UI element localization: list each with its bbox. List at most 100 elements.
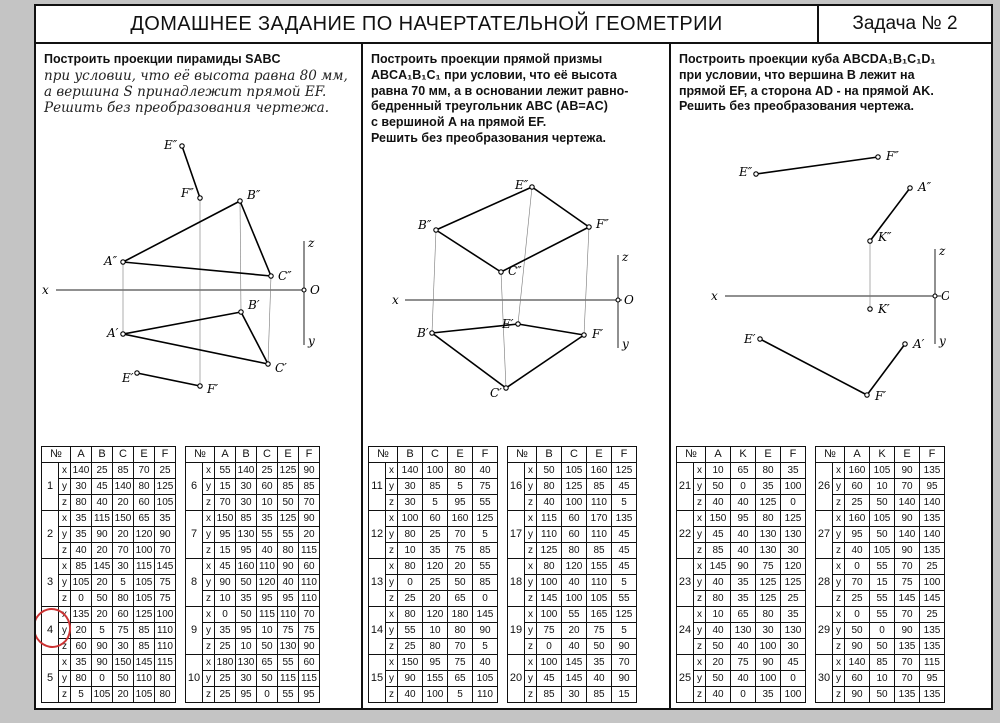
coord-label-cell: y [524, 622, 537, 639]
projection-line [239, 201, 242, 313]
coord-label-cell: x [58, 510, 71, 527]
value-cell: 0 [869, 622, 895, 639]
coord-label-cell: x [202, 558, 215, 575]
value-cell: 40 [730, 526, 756, 543]
value-cell: 65 [730, 606, 756, 623]
diagram-point [581, 331, 587, 338]
value-cell: 70 [611, 654, 637, 671]
coord-label-cell: z [832, 686, 845, 703]
coord-label-cell: z [693, 542, 706, 559]
point-column-header: K [730, 446, 756, 463]
value-cell: 110 [472, 686, 498, 703]
value-cell: 70 [447, 526, 473, 543]
row-number-cell: 4 [41, 606, 59, 655]
diagram-point [498, 268, 504, 275]
coord-label-cell: x [202, 654, 215, 671]
row-number-cell: 18 [507, 558, 525, 607]
value-cell: 55 [214, 462, 236, 479]
row-number-cell: 16 [507, 462, 525, 511]
value-cell: 90 [894, 462, 920, 479]
value-cell: 0 [256, 686, 278, 703]
value-cell: 140 [894, 526, 920, 543]
value-cell: 40 [705, 574, 731, 591]
value-cell: 60 [298, 558, 320, 575]
value-cell: 55 [561, 606, 587, 623]
point-column-header: A [214, 446, 236, 463]
value-cell: 10 [869, 670, 895, 687]
row-number-cell: 24 [676, 606, 694, 655]
task-line: прямой EF, а сторона AD - на прямой AK. [679, 83, 934, 98]
value-cell: 160 [447, 510, 473, 527]
coord-label-cell: y [693, 622, 706, 639]
point-label: F′ [874, 389, 886, 403]
value-cell: 50 [869, 638, 895, 655]
value-cell: 100 [422, 686, 448, 703]
value-cell: 110 [256, 558, 278, 575]
coord-label-cell: y [524, 478, 537, 495]
value-cell: 85 [586, 542, 612, 559]
value-cell: 10 [256, 494, 278, 511]
point-column-header: C [561, 446, 587, 463]
value-cell: 25 [422, 526, 448, 543]
point-column-header: F [154, 446, 176, 463]
value-cell: 160 [586, 462, 612, 479]
value-cell: 65 [133, 510, 155, 527]
value-cell: 10 [397, 542, 423, 559]
coord-label-cell: x [202, 462, 215, 479]
edge-line [240, 311, 269, 366]
value-cell: 5 [112, 574, 134, 591]
task-line: а вершина S принадлежит прямой EF. [44, 83, 327, 100]
diagram-point [867, 238, 873, 244]
coord-label-cell: y [202, 670, 215, 687]
row-number-cell: 7 [185, 510, 203, 559]
diagram-point [120, 331, 126, 338]
value-cell: 125 [154, 478, 176, 495]
task-text-prism: Построить проекции прямой призмы ABCA₁B₁… [371, 52, 663, 147]
value-cell: 5 [447, 478, 473, 495]
value-cell: 60 [422, 510, 448, 527]
value-cell: 85 [586, 686, 612, 703]
value-cell: 40 [705, 494, 731, 511]
value-cell: 80 [277, 542, 299, 559]
value-cell: 105 [869, 510, 895, 527]
value-cell: 140 [844, 654, 870, 671]
value-cell: 30 [235, 670, 257, 687]
point-label: A″ [103, 254, 118, 268]
point-label: B″ [417, 218, 432, 232]
axis-label: y [621, 337, 629, 351]
value-cell: 110 [277, 606, 299, 623]
coord-label-cell: x [832, 558, 845, 575]
value-cell: 85 [472, 574, 498, 591]
coord-label-cell: x [832, 462, 845, 479]
coord-label-cell: y [58, 622, 71, 639]
value-cell: 130 [730, 622, 756, 639]
value-cell: 130 [235, 526, 257, 543]
value-cell: 100 [919, 574, 945, 591]
value-cell: 40 [472, 462, 498, 479]
value-cell: 0 [844, 606, 870, 623]
value-cell: 15 [214, 542, 236, 559]
problem-column-prism: Построить проекции прямой призмы ABCA₁B₁… [363, 44, 671, 710]
coord-label-cell: y [693, 526, 706, 543]
row-number-cell: 26 [815, 462, 833, 511]
value-cell: 65 [447, 670, 473, 687]
value-cell: 5 [472, 638, 498, 655]
value-cell: 80 [397, 606, 423, 623]
point-label: A′ [106, 326, 119, 340]
value-cell: 40 [277, 574, 299, 591]
value-cell: 80 [755, 462, 781, 479]
value-cell: 105 [133, 686, 155, 703]
value-cell: 70 [298, 606, 320, 623]
coord-label-cell: y [832, 670, 845, 687]
value-cell: 95 [919, 478, 945, 495]
value-cell: 25 [214, 686, 236, 703]
coord-label-cell: x [693, 510, 706, 527]
value-cell: 25 [919, 606, 945, 623]
value-cell: 35 [70, 526, 92, 543]
value-cell: 105 [869, 542, 895, 559]
row-number-cell: 17 [507, 510, 525, 559]
